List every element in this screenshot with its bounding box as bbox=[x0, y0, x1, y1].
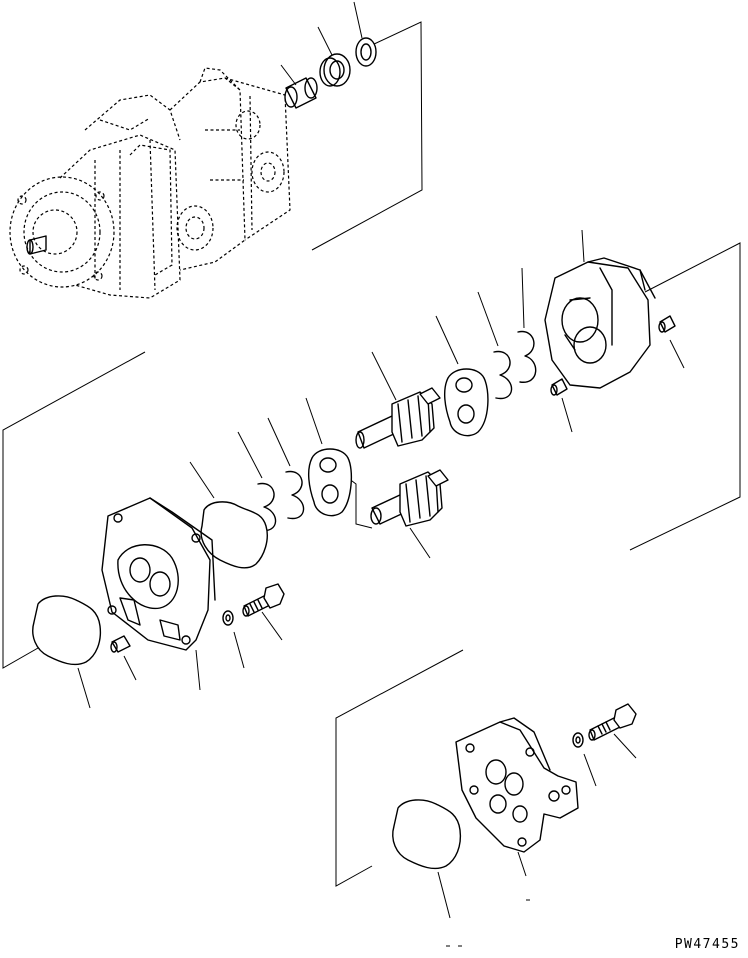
bearing[interactable] bbox=[317, 26, 351, 87]
gasket-rear[interactable] bbox=[392, 799, 462, 919]
drawing-code: PW47455 bbox=[674, 937, 740, 952]
drive-gear[interactable] bbox=[355, 351, 441, 449]
gasket-lower[interactable] bbox=[32, 595, 102, 709]
small-marks bbox=[446, 899, 530, 947]
snap-ring[interactable] bbox=[353, 1, 377, 67]
gasket-upper[interactable] bbox=[189, 461, 268, 569]
washer-upper[interactable] bbox=[222, 610, 245, 669]
dowel-pin-lower[interactable] bbox=[110, 635, 137, 681]
pump-assembly[interactable] bbox=[9, 67, 291, 299]
seal-ring-a[interactable] bbox=[517, 267, 537, 383]
bolt-upper[interactable] bbox=[242, 583, 285, 641]
bolt-lower[interactable] bbox=[588, 703, 637, 759]
bushing[interactable] bbox=[280, 64, 318, 109]
dowel-pin-small[interactable] bbox=[550, 378, 573, 433]
seal-ring-b[interactable] bbox=[477, 291, 513, 400]
gear-case[interactable] bbox=[544, 229, 656, 389]
seal-ring-d[interactable] bbox=[237, 431, 277, 532]
rear-cover[interactable] bbox=[455, 717, 579, 877]
driven-gear[interactable] bbox=[347, 469, 449, 559]
washer-lower[interactable] bbox=[572, 732, 597, 787]
dowel-pin-upper[interactable] bbox=[658, 315, 685, 369]
pressure-plate-lower[interactable] bbox=[305, 397, 353, 517]
seal-ring-c[interactable] bbox=[267, 417, 305, 520]
middle-plate[interactable] bbox=[101, 497, 216, 691]
pressure-plate-upper[interactable] bbox=[435, 315, 489, 437]
group-boundary-lines bbox=[2, 21, 741, 887]
